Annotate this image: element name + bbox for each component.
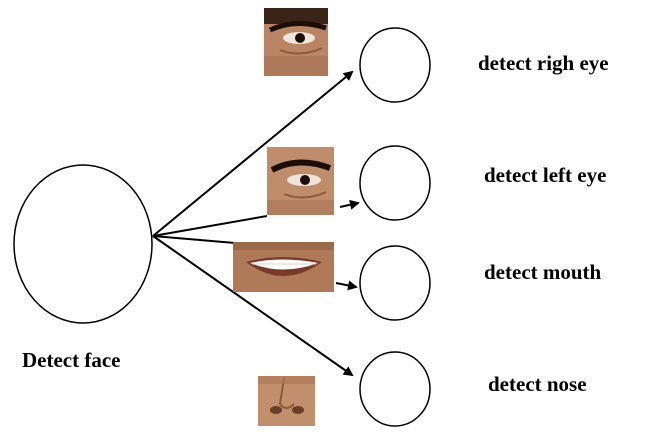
line-to-left-eye — [152, 215, 268, 237]
left-eye-crop — [267, 147, 334, 215]
mouth-circle — [359, 245, 431, 321]
line-to-mouth — [152, 235, 236, 244]
face-circle — [13, 164, 153, 324]
nose-circle — [359, 351, 431, 427]
arrow-mouth — [335, 280, 358, 291]
right-eye-label: detect righ eye — [478, 51, 609, 75]
nose-label: detect nose — [488, 372, 587, 396]
mouth-label: detect mouth — [484, 260, 602, 284]
left-eye-label: detect left eye — [484, 163, 607, 187]
mouth-crop — [233, 242, 334, 292]
arrow-to-nose — [152, 235, 354, 377]
arrow-left-eye — [339, 199, 360, 210]
arrow-to-right-eye — [152, 70, 354, 237]
nose-crop — [258, 376, 315, 426]
right-eye-circle — [359, 27, 431, 103]
right-eye-crop — [264, 8, 328, 76]
left-eye-circle — [359, 145, 431, 221]
face-label: Detect face — [22, 348, 121, 372]
